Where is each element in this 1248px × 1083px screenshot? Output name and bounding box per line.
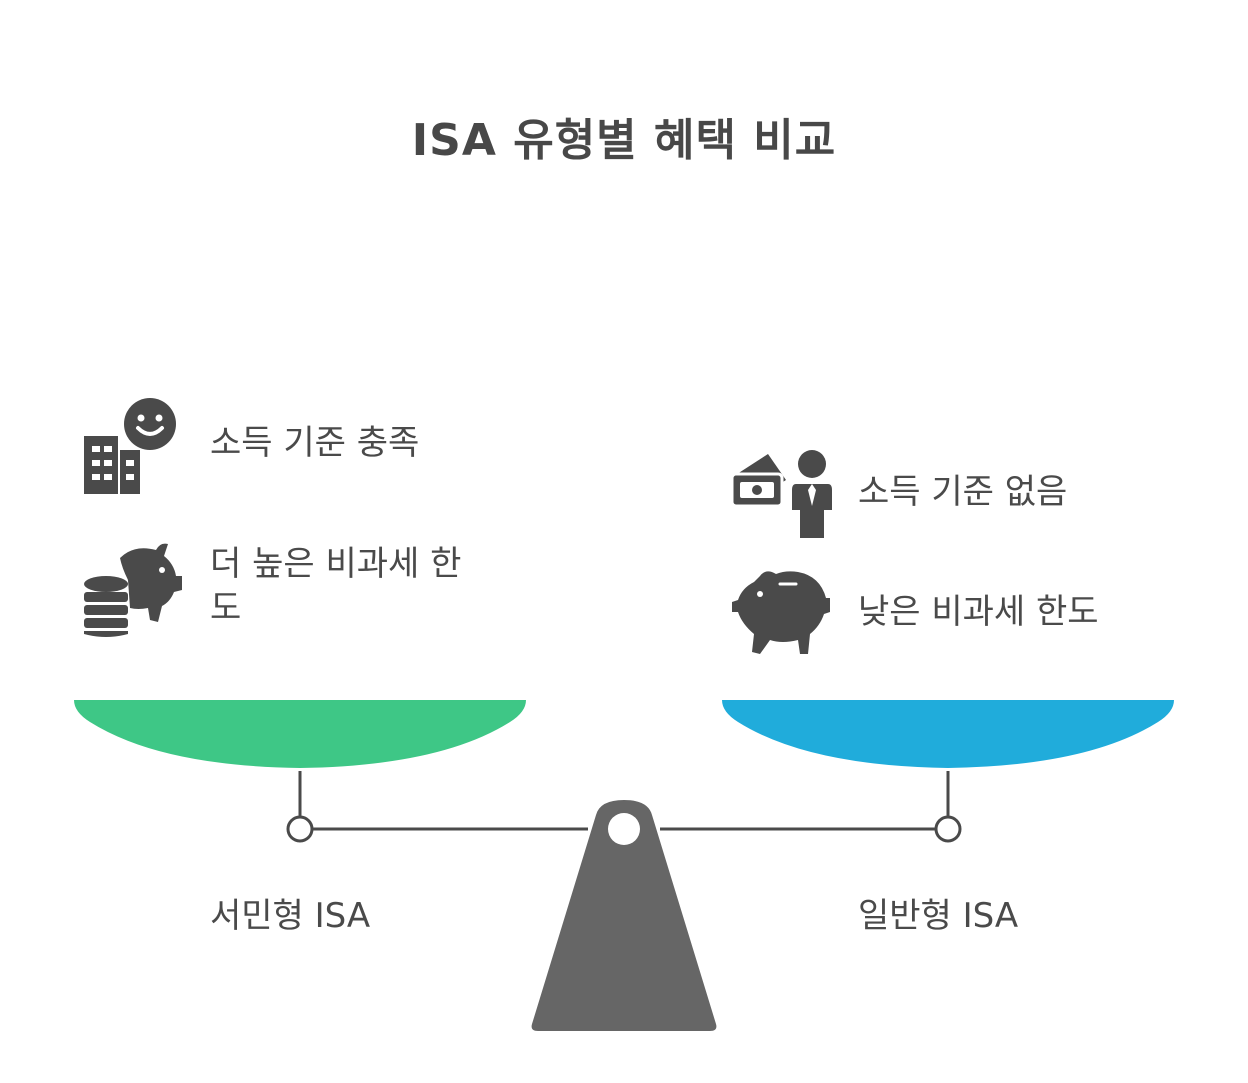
left-item-2-text: 더 높은 비과세 한 도 [210, 544, 462, 628]
left-pan [74, 700, 526, 768]
right-pan [722, 700, 1174, 768]
fulcrum [531, 800, 717, 1031]
page-title: ISA 유형별 혜택 비교 [411, 115, 837, 166]
left-scale-label: 서민형 ISA [210, 896, 371, 936]
right-item-2-text: 낮은 비과세 한도 [858, 592, 1099, 632]
piggy-bank-icon [730, 566, 830, 664]
left-pivot-circle [286, 815, 314, 843]
right-pivot-circle [934, 815, 962, 843]
building-smile-icon [82, 398, 182, 500]
left-item-1-text: 소득 기준 충족 [210, 423, 420, 463]
right-item-1-text: 소득 기준 없음 [858, 472, 1068, 512]
money-person-icon [730, 446, 834, 546]
piggy-bank-coins-icon [82, 540, 182, 644]
right-scale-label: 일반형 ISA [858, 896, 1019, 936]
